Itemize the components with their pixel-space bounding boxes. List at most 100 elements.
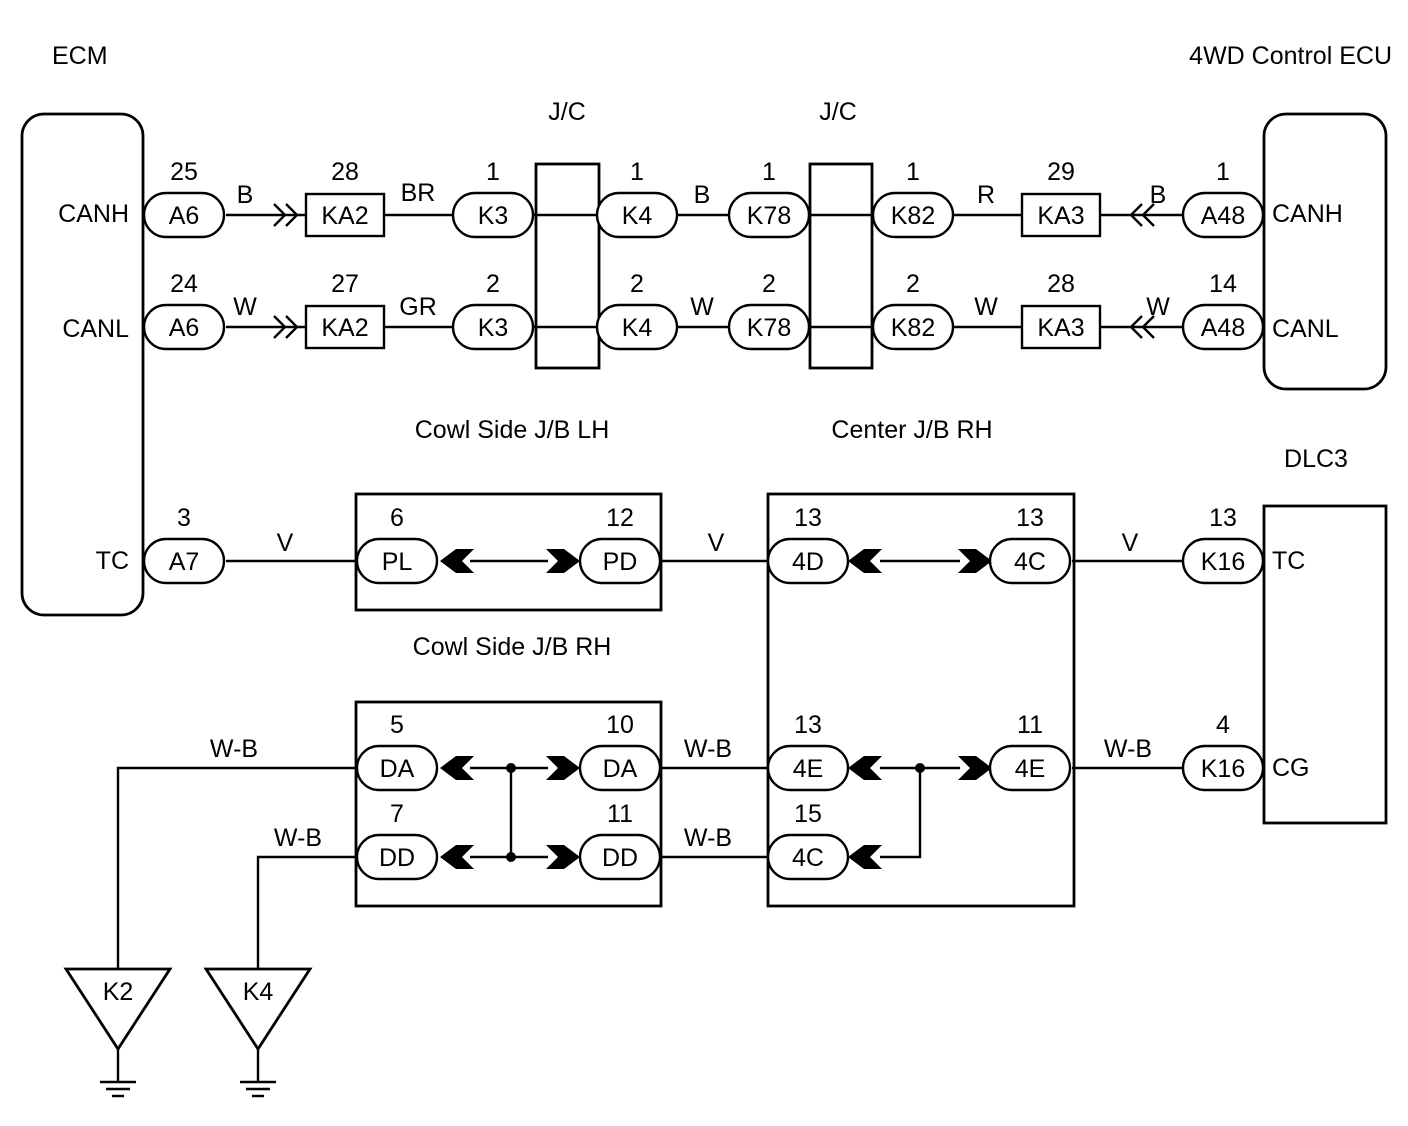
connector-id: K82: [891, 314, 935, 342]
dlc3-module: [1262, 504, 1388, 825]
wire-color-label: W-B: [684, 824, 732, 852]
pin-number: 3: [177, 504, 191, 532]
wire-color-label: W-B: [1104, 735, 1152, 763]
ecu-canh-pin: CANH: [1272, 200, 1343, 228]
connector-k78: K78 2: [727, 270, 811, 351]
connector-id: 4E: [793, 755, 824, 783]
ecm-module: [20, 112, 145, 617]
pin-number: 1: [762, 158, 776, 186]
pin-number: 5: [390, 711, 404, 739]
pin-number: 28: [1047, 270, 1075, 298]
wire-color-label: V: [708, 529, 725, 557]
connector-a7: A73: [142, 504, 226, 585]
pin-number: 6: [390, 504, 404, 532]
connector-k78: K78 1: [727, 158, 811, 239]
wire-color-label: W-B: [210, 735, 258, 763]
pin-number: 1: [1216, 158, 1230, 186]
wire-color-label: GR: [399, 293, 437, 321]
pin-number: 29: [1047, 158, 1075, 186]
wire-color-label: BR: [401, 179, 436, 207]
connector-a6: A6 24: [142, 270, 226, 351]
connector-4c: 4C 13: [988, 504, 1072, 585]
connector-k4: K4 1: [595, 158, 679, 239]
connector-id: 4C: [1014, 548, 1046, 576]
wire-color-label: V: [277, 529, 294, 557]
wire-color-label: W: [233, 293, 257, 321]
wire-color-label: B: [1150, 181, 1167, 209]
pin-number: 1: [630, 158, 644, 186]
connector-id: K16: [1201, 548, 1245, 576]
ecm-tc-pin: TC: [96, 547, 129, 575]
wire-color-label: B: [237, 181, 254, 209]
jc-left-block: [534, 162, 601, 370]
pin-number: 7: [390, 800, 404, 828]
junction-dot: [915, 763, 925, 773]
connector-id: K4: [622, 202, 653, 230]
pin-number: 25: [170, 158, 198, 186]
pin-number: 27: [331, 270, 359, 298]
pin-number: 2: [906, 270, 920, 298]
ecu-canl-pin: CANL: [1272, 315, 1339, 343]
ecm-canl-pin: CANL: [62, 315, 129, 343]
connector-id: 4C: [792, 844, 824, 872]
pin-number: 2: [762, 270, 776, 298]
ecm-canh-pin: CANH: [58, 200, 129, 228]
pin-number: 15: [794, 800, 822, 828]
pin-number: 13: [1016, 504, 1044, 532]
wire-color-label: W: [690, 293, 714, 321]
connector-k3: K31: [451, 158, 535, 239]
connector-id: K78: [747, 202, 791, 230]
wire-color-label: B: [694, 181, 711, 209]
pin-number: 11: [1017, 711, 1043, 739]
ground-label: K4: [243, 978, 274, 1006]
wire-color-label: V: [1122, 529, 1139, 557]
connector-k82: K82 2: [871, 270, 955, 351]
connector-id: A48: [1201, 314, 1245, 342]
jc-left-title: J/C: [548, 98, 586, 126]
connector-id: DD: [379, 844, 415, 872]
connector-id: K78: [747, 314, 791, 342]
pin-number: 12: [606, 504, 634, 532]
connector-dd: DD 7: [355, 800, 439, 881]
pin-number: 13: [794, 504, 822, 532]
pin-number: 2: [630, 270, 644, 298]
connector-id: DD: [602, 844, 638, 872]
junction-dot: [506, 763, 516, 773]
pin-number: 24: [170, 270, 198, 298]
connector-id: 4D: [792, 548, 824, 576]
pin-number: 28: [331, 158, 359, 186]
connector-k3: K32: [451, 270, 535, 351]
pin-number: 11: [607, 800, 633, 828]
dlc3-tc-pin: TC: [1272, 547, 1305, 575]
wire-color-label: W-B: [274, 824, 322, 852]
cowl-side-jb-lh-title: Cowl Side J/B LH: [415, 416, 610, 444]
pin-number: 2: [486, 270, 500, 298]
connector-id: A6: [169, 314, 200, 342]
pin-number: 13: [1209, 504, 1237, 532]
dlc3-title: DLC3: [1284, 445, 1348, 473]
ecm-title: ECM: [52, 42, 108, 70]
dlc3-cg-pin: CG: [1272, 754, 1310, 782]
ground-symbol-k2: K2: [63, 967, 173, 1098]
connector-id: 4E: [1015, 755, 1046, 783]
connector-4c: 4C 15: [766, 800, 850, 881]
ecu-4wd-title: 4WD Control ECU: [1189, 42, 1392, 70]
junction-dot: [506, 852, 516, 862]
connector-id: PL: [382, 548, 413, 576]
wire-color-label: W: [1146, 293, 1170, 321]
jc-right-block: [808, 162, 874, 370]
connector-dd: DD 11: [578, 800, 662, 881]
pin-number: 1: [486, 158, 500, 186]
connector-4d: 4D 13: [766, 504, 850, 585]
